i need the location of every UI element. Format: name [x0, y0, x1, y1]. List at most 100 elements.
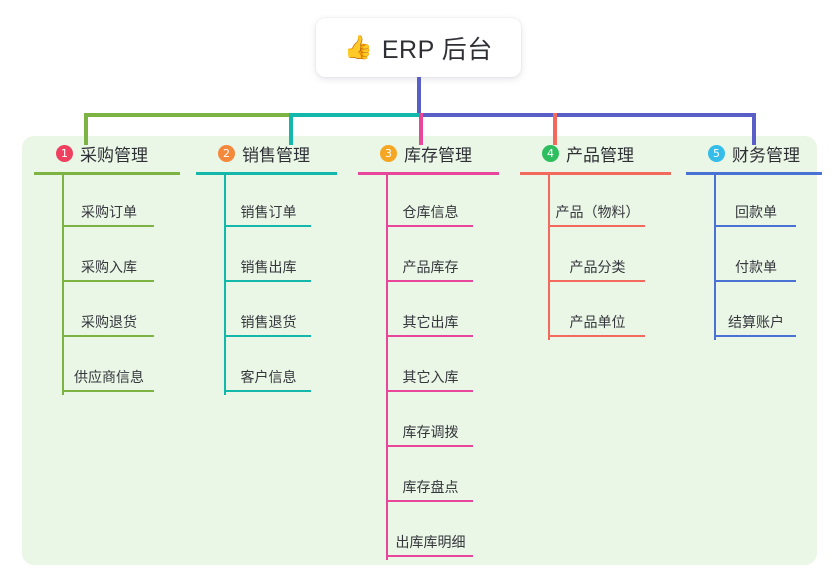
leaf-item-underline [386, 335, 473, 337]
leaf-item[interactable]: 采购订单 [34, 175, 184, 230]
column-items: 仓库信息产品库存其它出库其它入库库存调拨库存盘点出库库明细 [358, 175, 503, 560]
column-index-badge: 5 [708, 144, 725, 162]
column-spine [714, 175, 716, 340]
bus-segment-left [84, 113, 291, 117]
leaf-item[interactable]: 付款单 [686, 230, 826, 285]
leaf-item[interactable]: 产品（物料） [520, 175, 675, 230]
leaf-item-label: 客户信息 [240, 369, 297, 385]
leaf-item-underline [386, 555, 473, 557]
column-items: 回款单付款单结算账户 [686, 175, 826, 340]
leaf-item-underline [386, 500, 473, 502]
column-spine [548, 175, 550, 340]
leaf-item-underline [224, 280, 311, 282]
column-spine [386, 175, 388, 560]
leaf-item[interactable]: 销售订单 [196, 175, 341, 230]
leaf-item-label: 产品库存 [402, 259, 459, 275]
column-spine [62, 175, 64, 395]
leaf-item[interactable]: 客户信息 [196, 340, 341, 395]
leaf-item-underline [548, 335, 645, 337]
leaf-item-label: 其它入库 [402, 369, 459, 385]
column-title: 采购管理 [80, 145, 148, 165]
leaf-item-underline [386, 280, 473, 282]
leaf-item-underline [62, 335, 154, 337]
leaf-item[interactable]: 采购退货 [34, 285, 184, 340]
leaf-item[interactable]: 回款单 [686, 175, 826, 230]
leaf-item-underline [386, 445, 473, 447]
leaf-item[interactable]: 库存盘点 [358, 450, 503, 505]
leaf-item-label: 库存盘点 [402, 479, 459, 495]
column-header-3[interactable]: 3 库存管理 [358, 140, 503, 166]
leaf-item-underline [224, 390, 311, 392]
connector-stub-column-2 [289, 113, 293, 145]
leaf-item[interactable]: 其它出库 [358, 285, 503, 340]
leaf-item-label: 销售订单 [240, 204, 297, 220]
leaf-item[interactable]: 供应商信息 [34, 340, 184, 395]
leaf-item[interactable]: 产品单位 [520, 285, 675, 340]
leaf-item-underline [62, 280, 154, 282]
leaf-item-underline [62, 390, 154, 392]
column-underline [34, 172, 180, 175]
column-index-badge: 1 [56, 144, 73, 162]
connector-stub-column-5 [752, 113, 756, 145]
leaf-item-label: 销售退货 [240, 314, 297, 330]
column-underline [196, 172, 337, 175]
column-underline [358, 172, 499, 175]
leaf-item-underline [386, 225, 473, 227]
leaf-item-underline [548, 280, 645, 282]
connector-stub-column-4 [553, 113, 557, 145]
leaf-item[interactable]: 采购入库 [34, 230, 184, 285]
leaf-item-label: 其它出库 [402, 314, 459, 330]
leaf-item-label: 回款单 [735, 204, 777, 220]
leaf-item-underline [62, 225, 154, 227]
leaf-item[interactable]: 其它入库 [358, 340, 503, 395]
column-index-badge: 3 [380, 144, 397, 162]
leaf-item-label: 付款单 [735, 259, 777, 275]
leaf-item-label: 供应商信息 [74, 369, 144, 385]
leaf-item-label: 结算账户 [728, 314, 784, 330]
leaf-item-underline [714, 225, 796, 227]
bus-segment-mid [289, 113, 421, 117]
column-index-badge: 2 [218, 144, 235, 162]
leaf-item-underline [386, 390, 473, 392]
column-underline [520, 172, 671, 175]
column-title: 库存管理 [404, 145, 472, 165]
root-trunk-connector [417, 77, 421, 115]
leaf-item[interactable]: 销售退货 [196, 285, 341, 340]
column-header-1[interactable]: 1 采购管理 [34, 140, 184, 166]
bus-segment-right [419, 113, 756, 117]
root-node-erp-backend[interactable]: 👍 ERP 后台 [316, 18, 521, 77]
leaf-item-underline [224, 225, 311, 227]
leaf-item-label: 产品单位 [569, 314, 626, 330]
leaf-item-underline [224, 335, 311, 337]
leaf-item[interactable]: 结算账户 [686, 285, 826, 340]
root-node-title: ERP 后台 [381, 35, 493, 64]
column-items: 产品（物料） 产品分类产品单位 [520, 175, 675, 340]
column-spine [224, 175, 226, 395]
leaf-item-label: 采购订单 [81, 204, 137, 220]
leaf-item-underline [714, 280, 796, 282]
leaf-item[interactable]: 仓库信息 [358, 175, 503, 230]
leaf-item[interactable]: 产品库存 [358, 230, 503, 285]
thumbs-up-icon: 👍 [344, 34, 373, 60]
leaf-item[interactable]: 销售出库 [196, 230, 341, 285]
column-index-badge: 4 [542, 144, 559, 162]
leaf-item-underline [548, 225, 645, 227]
connector-stub-column-1 [84, 113, 88, 145]
leaf-item-label: 仓库信息 [402, 204, 459, 220]
column-underline [686, 172, 822, 175]
leaf-item-label: 产品分类 [569, 259, 626, 275]
leaf-item-underline [714, 335, 796, 337]
leaf-item[interactable]: 出库库明细 [358, 505, 503, 560]
column-1: 1 采购管理采购订单采购入库采购退货供应商信息 [34, 140, 184, 395]
leaf-item[interactable]: 产品分类 [520, 230, 675, 285]
leaf-item[interactable]: 库存调拨 [358, 395, 503, 450]
leaf-item-label: 采购退货 [81, 314, 137, 330]
diagram-background-panel [22, 136, 817, 565]
column-3: 3 库存管理仓库信息产品库存其它出库其它入库库存调拨库存盘点出库库明细 [358, 140, 503, 560]
